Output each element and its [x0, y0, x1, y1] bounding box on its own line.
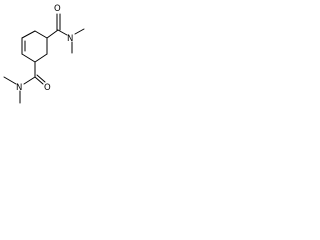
carbonyl-to-nitrogen-bond-upper [57, 29, 68, 36]
n-methyl-bond-upper-up [74, 28, 85, 35]
atom-n-top: N [67, 34, 73, 44]
atom-o-top: O [54, 4, 61, 14]
carbonyl-double-bond-lower-a [34, 76, 44, 85]
carbonyl-to-nitrogen-bond-lower [23, 76, 36, 85]
cyclohexene-ring [21, 30, 48, 63]
ring-bond-1 [34, 30, 48, 39]
ring-bond-6 [21, 30, 36, 39]
lower-amide-group: N O [3, 61, 51, 104]
atom-n-bottom: N [16, 83, 22, 93]
upper-amide-group: O N [46, 4, 85, 54]
ring-bond-3 [34, 53, 48, 63]
ring-bond-4 [21, 53, 36, 63]
structure-diagram: O N N O [3, 4, 85, 104]
atom-o-bottom: O [44, 83, 51, 93]
n-methyl-bond-lower-left [3, 76, 17, 85]
carbonyl-double-bond-lower-b [36, 74, 46, 83]
ring-to-carbonyl-bond-upper [46, 29, 59, 39]
